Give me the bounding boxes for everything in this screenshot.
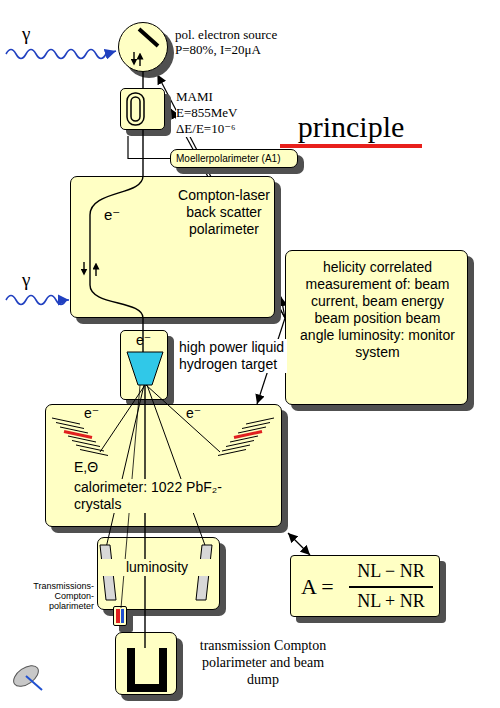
crystal	[234, 432, 262, 438]
monitor-box: helicity correlated measurement of: beam…	[285, 250, 468, 405]
photocathode	[139, 29, 158, 46]
dish-icon	[26, 676, 42, 690]
polarimeter-box: Compton-laser back scatter polarimeter	[70, 176, 275, 318]
dish-icon	[10, 661, 42, 690]
hydrogen-cell	[127, 352, 163, 385]
connector	[128, 136, 170, 159]
node-text: NL − NR	[349, 560, 433, 582]
calorimeter-box: E,Θ calorimeter: 1022 PbF₂-crystals	[45, 404, 282, 527]
crystal-array	[52, 418, 274, 456]
beam-line	[144, 385, 145, 648]
beam-line	[142, 72, 143, 88]
crystal	[80, 450, 108, 456]
spin-arrow	[139, 56, 140, 66]
polarimeter-crystal	[116, 609, 120, 623]
crystal	[56, 423, 84, 429]
microtron	[127, 93, 144, 125]
symbol-label: γ	[22, 268, 30, 291]
crystal	[226, 441, 254, 447]
polarimeter-crystal	[121, 609, 124, 623]
luminosity-detector	[100, 545, 116, 600]
crystal	[242, 423, 270, 429]
luminosity-track	[147, 385, 206, 548]
symbol-label: e⁻	[186, 405, 201, 422]
node-text: A =	[301, 574, 334, 600]
formula-box: A = NL − NR NL + NR	[290, 555, 440, 617]
crystal	[218, 450, 246, 456]
moeller-box: Moellerpolarimeter (A1)	[170, 149, 298, 168]
source-circle: pol. electron source P=80%, I=20μA	[118, 22, 168, 72]
node-text: NL + NR	[349, 590, 433, 612]
spin-arrow	[83, 262, 84, 272]
node-text: Compton-laser back scatter polarimeter	[177, 187, 271, 238]
crystal	[52, 418, 80, 424]
outer-label: transmission Compton polarimeter and bea…	[188, 637, 338, 688]
crystal	[64, 432, 92, 438]
node-text: luminosity	[98, 559, 216, 576]
diagram-title: principle	[280, 110, 422, 148]
spin-arrow	[95, 266, 96, 276]
outer-label: MAMI E=855MeV ΔE/E=10⁻⁶	[176, 89, 251, 137]
scattered-electron	[100, 385, 145, 452]
compton-photon	[6, 296, 69, 305]
crystal	[68, 436, 96, 442]
fraction-bar	[349, 586, 433, 588]
symbol-label: e⁻	[84, 405, 99, 422]
outer-label: high power liquid hydrogen target	[179, 339, 287, 373]
connector	[288, 533, 310, 555]
beam-dump	[131, 648, 163, 688]
node-text: helicity correlated measurement of: beam…	[296, 259, 459, 361]
crystal	[222, 445, 250, 451]
beam-line	[90, 176, 143, 352]
node-text: calorimeter: 1022 PbF₂-crystals	[74, 479, 224, 513]
spin-arrow	[133, 52, 134, 62]
symbol-label: e⁻	[136, 332, 151, 349]
outer-label: pol. electron source P=80%, I=20μA	[175, 27, 300, 57]
node-text: E,Θ	[74, 459, 98, 476]
microtron	[131, 97, 140, 121]
beam-line	[142, 130, 143, 176]
scattered-electron	[146, 385, 220, 452]
luminosity-detector	[196, 545, 212, 600]
crystal	[76, 445, 104, 451]
node-text: Moellerpolarimeter (A1)	[176, 152, 280, 165]
symbol-label: e⁻	[104, 206, 120, 224]
crystal	[72, 441, 100, 447]
crystal	[230, 436, 258, 442]
transmitted-beam	[121, 385, 140, 608]
symbol-label: γ	[22, 22, 30, 45]
outer-label: Transmissions-Compton-polarimeter	[10, 581, 94, 611]
laser-photon	[6, 50, 116, 59]
crystal	[246, 418, 274, 424]
